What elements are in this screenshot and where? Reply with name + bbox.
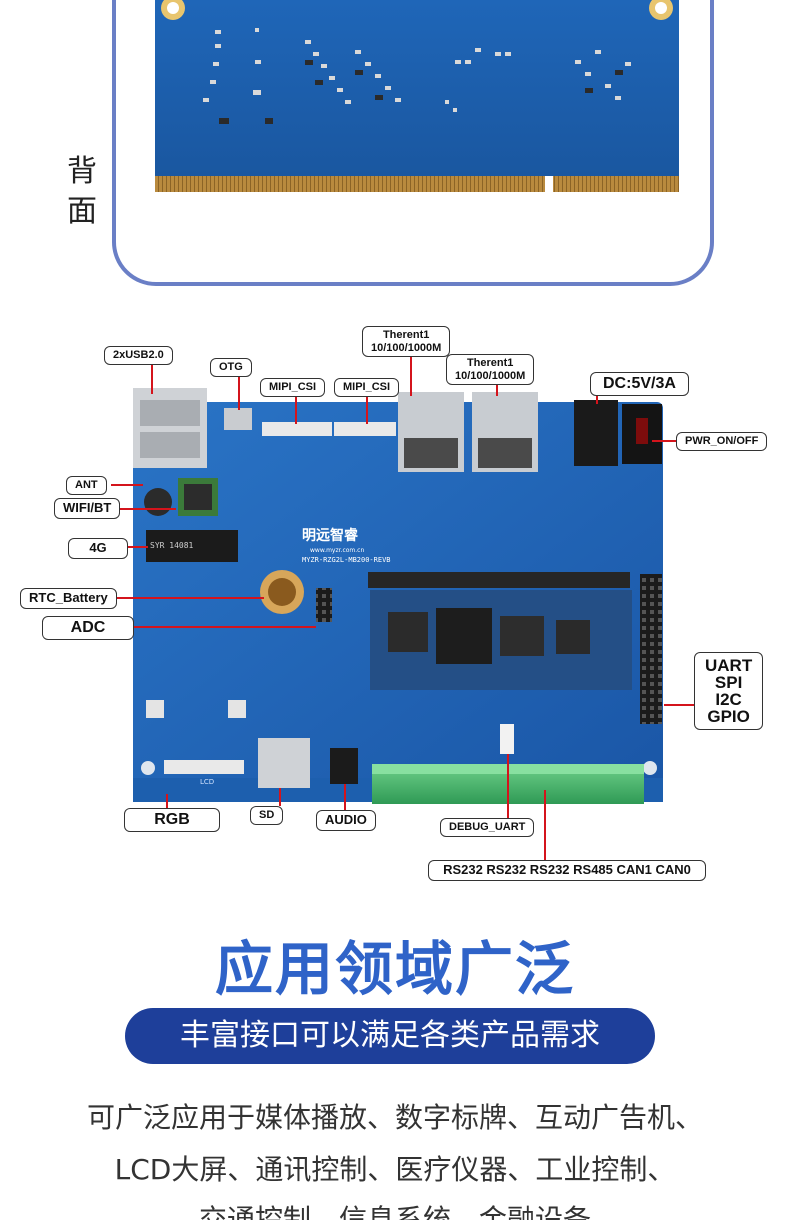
dc-power-label: DC:5V/3A <box>590 372 689 397</box>
board-model-silk: MYZR-RZG2L-MB200-REVB <box>302 556 391 564</box>
section-title: 应用领域广泛 <box>214 935 575 1003</box>
carrier-board-image: 明远智睿 www.myzr.com.cn MYZR-RZG2L-MB200-RE… <box>133 388 663 804</box>
back-side-label: 背 面 <box>67 154 97 229</box>
ethernet1-label: Therent1 10/100/1000M <box>362 326 451 358</box>
lcd-silk: LCD <box>200 778 214 786</box>
usb-label: 2xUSB2.0 <box>104 346 173 365</box>
description-line-1: 可广泛应用于媒体播放、数字标牌、互动广告机、 <box>86 1101 703 1134</box>
rgb-label: RGB <box>124 808 220 833</box>
som-back-side-image <box>155 0 679 192</box>
mipi-csi-label-2: MIPI_CSI <box>334 378 400 397</box>
m2-silk: SYR 14081 <box>150 541 194 550</box>
carrier-board-diagram: 明远智睿 www.myzr.com.cn MYZR-RZG2L-MB200-RE… <box>0 320 790 890</box>
debug-uart-label: DEBUG_UART <box>440 818 535 837</box>
serial-can-label: RS232 RS232 RS232 RS485 CAN1 CAN0 <box>428 860 706 881</box>
uart-spi-i2c-gpio-label: UART SPI I2C GPIO <box>694 652 764 730</box>
description-line-3: 交通控制、信息系统、金融设备 <box>198 1203 591 1220</box>
description-line-2: LCD大屏、通讯控制、医疗仪器、工业控制、 <box>114 1153 676 1186</box>
board-brand-silk: 明远智睿 <box>302 527 359 544</box>
4g-label: 4G <box>68 538 128 559</box>
section-subtitle: 丰富接口可以满足各类产品需求 <box>125 1008 655 1064</box>
antenna-label: ANT <box>66 476 107 495</box>
power-switch-label: PWR_ON/OFF <box>676 432 768 451</box>
sd-label: SD <box>250 806 284 825</box>
otg-label: OTG <box>210 358 252 377</box>
wifi-bt-label: WIFI/BT <box>54 498 121 519</box>
board-url-silk: www.myzr.com.cn <box>310 547 364 554</box>
audio-label: AUDIO <box>316 810 376 831</box>
adc-label: ADC <box>42 616 134 641</box>
mipi-csi-label-1: MIPI_CSI <box>260 378 326 397</box>
rtc-battery-label: RTC_Battery <box>20 588 117 609</box>
ethernet2-label: Therent1 10/100/1000M <box>446 354 535 386</box>
